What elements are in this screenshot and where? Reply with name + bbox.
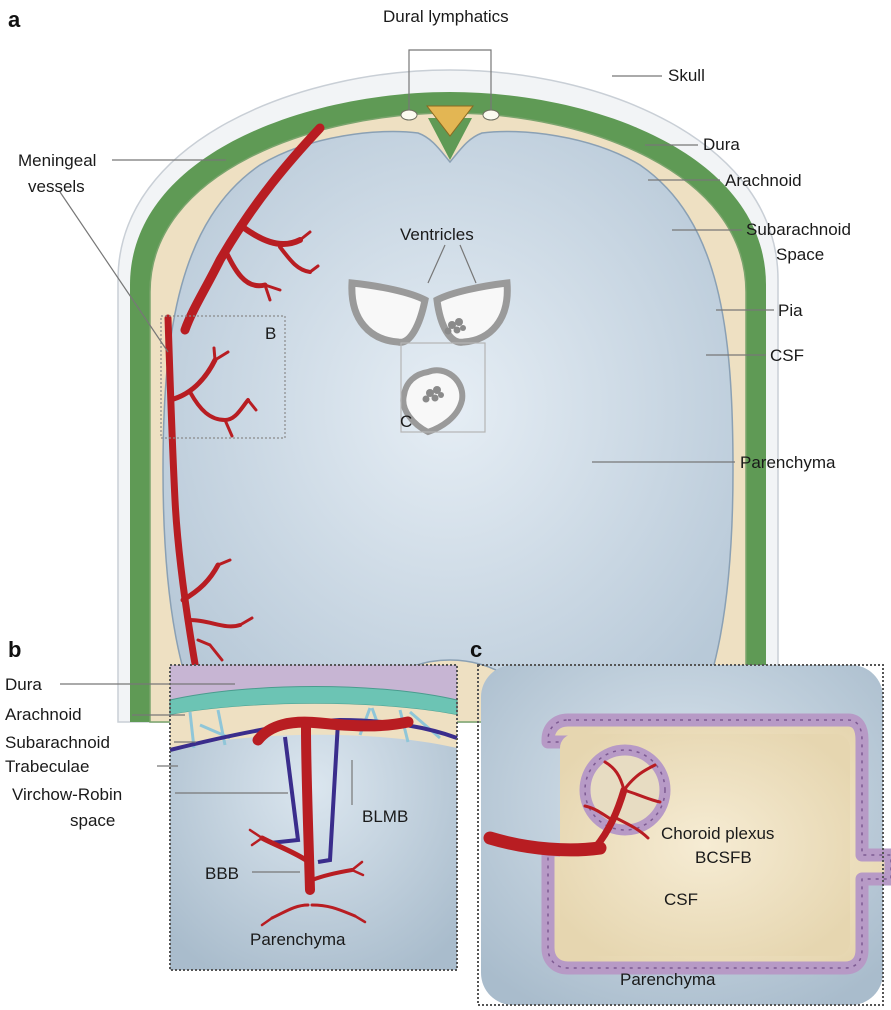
label-subarachnoid: Subarachnoid (746, 220, 851, 239)
label-c-csf: CSF (664, 890, 698, 909)
label-b-vr-space: space (70, 811, 115, 830)
label-skull: Skull (668, 66, 705, 85)
label-csf: CSF (770, 346, 804, 365)
label-b-parenchyma: Parenchyma (250, 930, 346, 949)
label-dura: Dura (703, 135, 740, 154)
label-arachnoid: Arachnoid (725, 171, 802, 190)
panel-b (170, 665, 457, 970)
label-parenchyma: Parenchyma (740, 453, 836, 472)
label-box-c: C (400, 412, 412, 431)
panel-label-c: c (470, 637, 482, 662)
label-c-bcsfb: BCSFB (695, 848, 752, 867)
dural-lymphatic-left (401, 110, 417, 120)
label-b-arachnoid: Arachnoid (5, 705, 82, 724)
panel-label-a: a (8, 7, 21, 32)
label-b-dura: Dura (5, 675, 42, 694)
label-b-vr: Virchow-Robin (12, 785, 122, 804)
label-meningeal: Meningeal (18, 151, 96, 170)
label-c-choroid: Choroid plexus (661, 824, 774, 843)
label-b-trabeculae: Trabeculae (5, 757, 89, 776)
label-c-parenchyma: Parenchyma (620, 970, 716, 989)
label-pia: Pia (778, 301, 803, 320)
label-b-subarachnoid: Subarachnoid (5, 733, 110, 752)
label-b-blmb: BLMB (362, 807, 408, 826)
label-box-b: B (265, 324, 276, 343)
label-b-bbb: BBB (205, 864, 239, 883)
label-ventricles: Ventricles (400, 225, 474, 244)
dural-lymphatic-right (483, 110, 499, 120)
panel-label-b: b (8, 637, 21, 662)
label-vessels: vessels (28, 177, 85, 196)
label-space: Space (776, 245, 824, 264)
label-dural-lymphatics: Dural lymphatics (383, 7, 509, 26)
